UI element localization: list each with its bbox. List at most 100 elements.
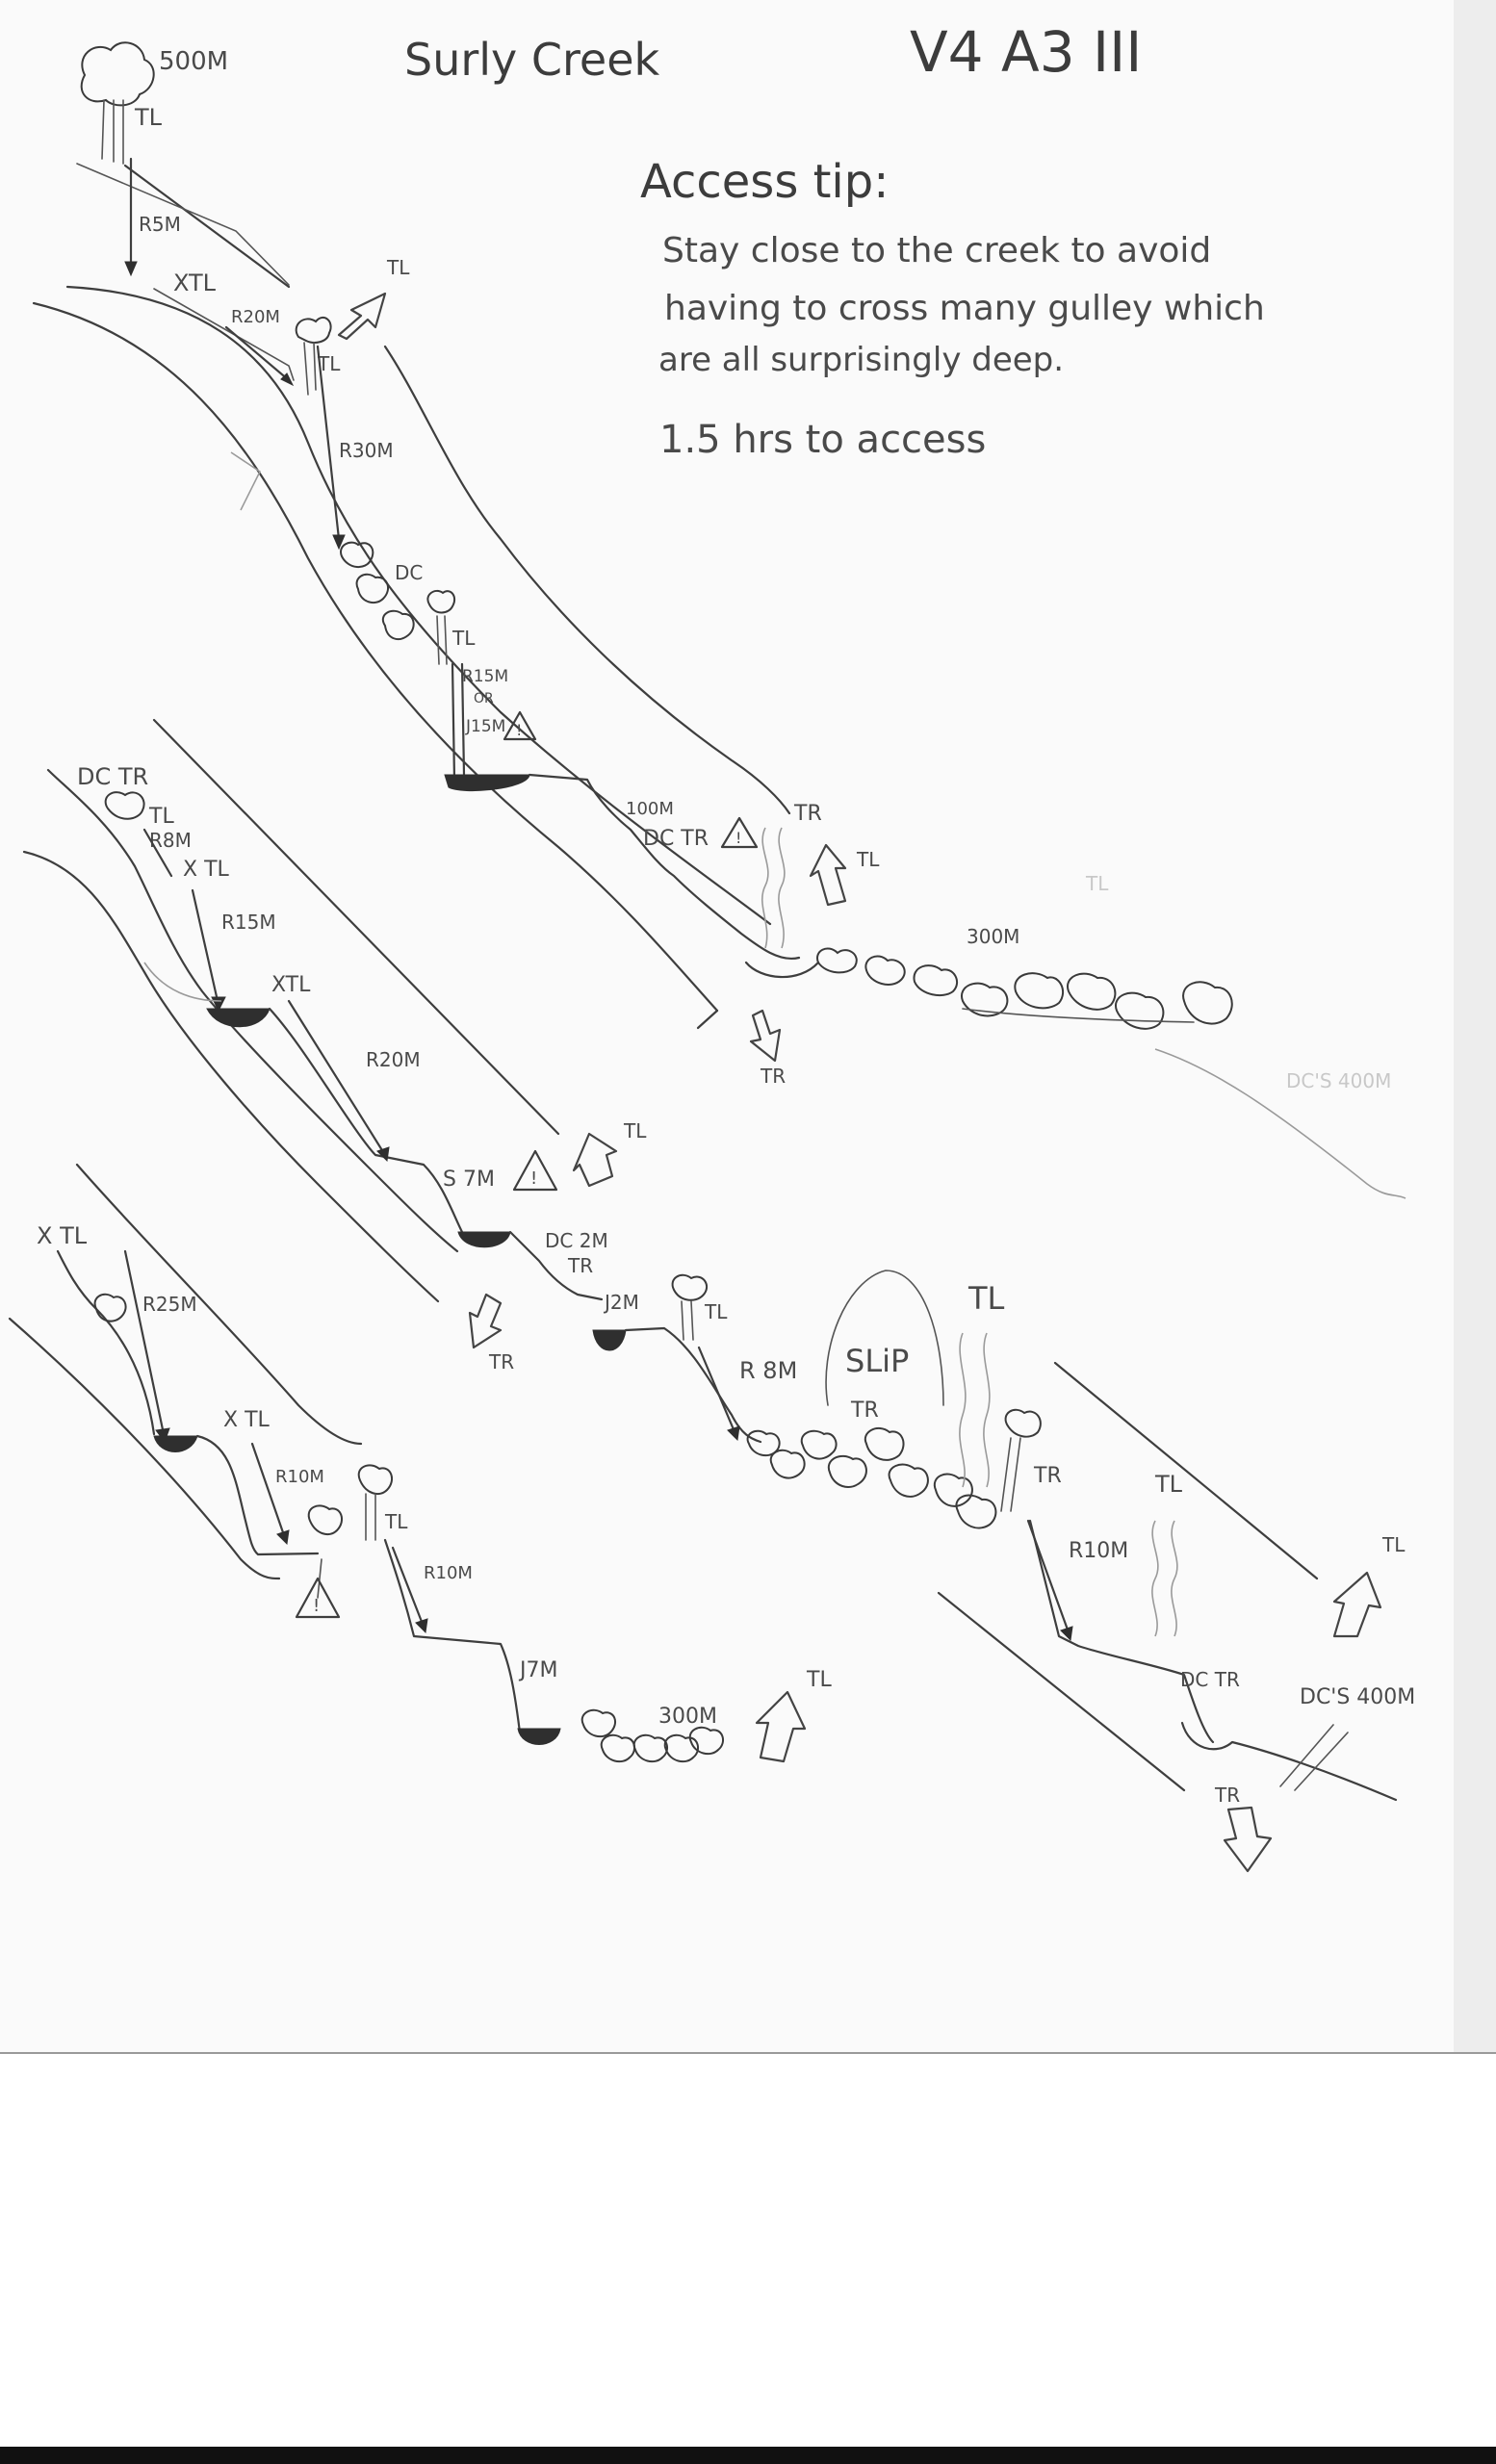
- canyon-wall: [8, 1317, 281, 1580]
- canyon-wall: [152, 718, 560, 1136]
- label-r25: R25M: [142, 1293, 197, 1316]
- pool: [206, 1008, 271, 1028]
- pool: [153, 1435, 198, 1452]
- creek-path: [195, 1434, 320, 1556]
- arrow-head: [376, 1146, 390, 1163]
- label-300m: 300M: [658, 1705, 717, 1729]
- warning-icon: [720, 816, 759, 849]
- boulder: [816, 947, 858, 974]
- warning-icon-glyph: !: [516, 721, 522, 739]
- boulder: [913, 964, 959, 997]
- label-dc-tr: DC TR: [1180, 1668, 1240, 1691]
- exit-arrow-tr: [749, 1009, 782, 1063]
- label-tr: TR: [1033, 1464, 1062, 1488]
- canyon-wall: [696, 1009, 719, 1030]
- label-exit-tr: TR: [1214, 1784, 1240, 1807]
- rappel-arrow: [460, 662, 466, 777]
- boulder: [888, 1463, 929, 1498]
- label-tl: TL: [704, 1300, 728, 1323]
- canyon-wall: [46, 768, 459, 1253]
- arrow-head: [1060, 1626, 1073, 1642]
- creek-path: [268, 1007, 464, 1234]
- exit-arrow-tl: [337, 292, 387, 341]
- label-dc-tr: DC TR: [77, 763, 148, 790]
- rappel-arrow: [316, 345, 341, 541]
- label-300m: 300M: [967, 925, 1019, 948]
- slope-line: [153, 288, 295, 381]
- tree-trunk: [681, 1300, 694, 1341]
- rappel-arrow: [697, 1346, 737, 1436]
- pool: [444, 774, 530, 792]
- label-tl: TL: [451, 627, 476, 650]
- diagram-title: Surly Creek: [404, 34, 660, 86]
- arrow-head: [332, 534, 346, 551]
- blank-page-area: [0, 2052, 1496, 2449]
- canyon-wall: [1053, 1361, 1319, 1580]
- creek-path: [383, 1538, 560, 1734]
- label-tl: TL: [384, 1510, 408, 1533]
- label-r8: R 8M: [739, 1357, 797, 1384]
- slope-line: [76, 163, 290, 286]
- label-tl: TL: [148, 805, 174, 829]
- canyon-wall: [383, 345, 791, 815]
- boulder: [307, 1504, 344, 1536]
- label-tl-faint: TL: [1085, 872, 1109, 895]
- label-r20: R20M: [366, 1048, 421, 1071]
- exit-arrow-tl: [755, 1690, 807, 1763]
- tree-anchor-icon: [80, 41, 155, 107]
- rappel-arrow: [1026, 1519, 1070, 1634]
- rappel-arrow: [287, 999, 387, 1157]
- tree-anchor-icon: [357, 1464, 394, 1496]
- tree-anchor-icon: [671, 1273, 709, 1301]
- tree-anchor-icon: [104, 791, 145, 820]
- rappel-arrow: [451, 662, 456, 782]
- label-tl: TL: [967, 1280, 1005, 1317]
- label-exit-tl: TL: [386, 256, 410, 279]
- boulder: [955, 1494, 997, 1529]
- label-r20: R20M: [231, 307, 280, 327]
- label-slip: SLiP: [845, 1343, 909, 1379]
- label-slip-tr: TR: [850, 1399, 879, 1423]
- label-r5: R5M: [139, 213, 181, 236]
- label-dc-tr: DC TR: [643, 827, 709, 851]
- label-r30: R30M: [339, 439, 394, 462]
- diagram-grade: V4 A3 III: [910, 19, 1142, 85]
- boulder: [663, 1733, 700, 1763]
- rappel-arrow: [250, 1442, 287, 1540]
- rappel-arrow: [142, 828, 173, 878]
- arrow-head: [415, 1618, 428, 1634]
- boulder: [340, 541, 374, 568]
- label-r10: R10M: [424, 1563, 473, 1583]
- tree-trunk: [101, 99, 124, 165]
- boulder: [632, 1733, 669, 1763]
- rappel-arrow: [191, 888, 219, 1003]
- access-time: 1.5 hrs to access: [659, 418, 986, 462]
- faint-sketch: [143, 962, 222, 1002]
- boulder: [800, 1429, 838, 1460]
- boulder: [355, 573, 390, 604]
- boulder: [769, 1449, 806, 1479]
- boulder: [382, 609, 415, 641]
- scanner-bar: [0, 2447, 1496, 2464]
- label-tr: TR: [793, 802, 822, 826]
- canyon-wall: [75, 1163, 363, 1446]
- tree-anchor-icon: [1004, 1408, 1042, 1438]
- label-exit-tl: TL: [623, 1119, 647, 1142]
- tree-trunk: [1000, 1437, 1021, 1512]
- scan-edge: [1454, 0, 1496, 2052]
- label-j2: J2M: [603, 1291, 639, 1314]
- creek-path: [962, 1008, 1195, 1023]
- access-heading: Access tip:: [640, 155, 889, 209]
- access-line-3: are all surprisingly deep.: [658, 341, 1064, 379]
- creek-path: [624, 1326, 762, 1444]
- canyon-wall: [22, 850, 440, 1303]
- creek-path: [56, 1249, 156, 1436]
- label-exit-tr: TR: [488, 1350, 514, 1373]
- label-exit-tl: TL: [856, 848, 880, 871]
- boulder: [1115, 991, 1165, 1030]
- arrow-head: [276, 1529, 290, 1546]
- pool: [517, 1728, 561, 1745]
- exit-arrow-tl: [809, 843, 847, 907]
- label-s7: S 7M: [443, 1168, 495, 1192]
